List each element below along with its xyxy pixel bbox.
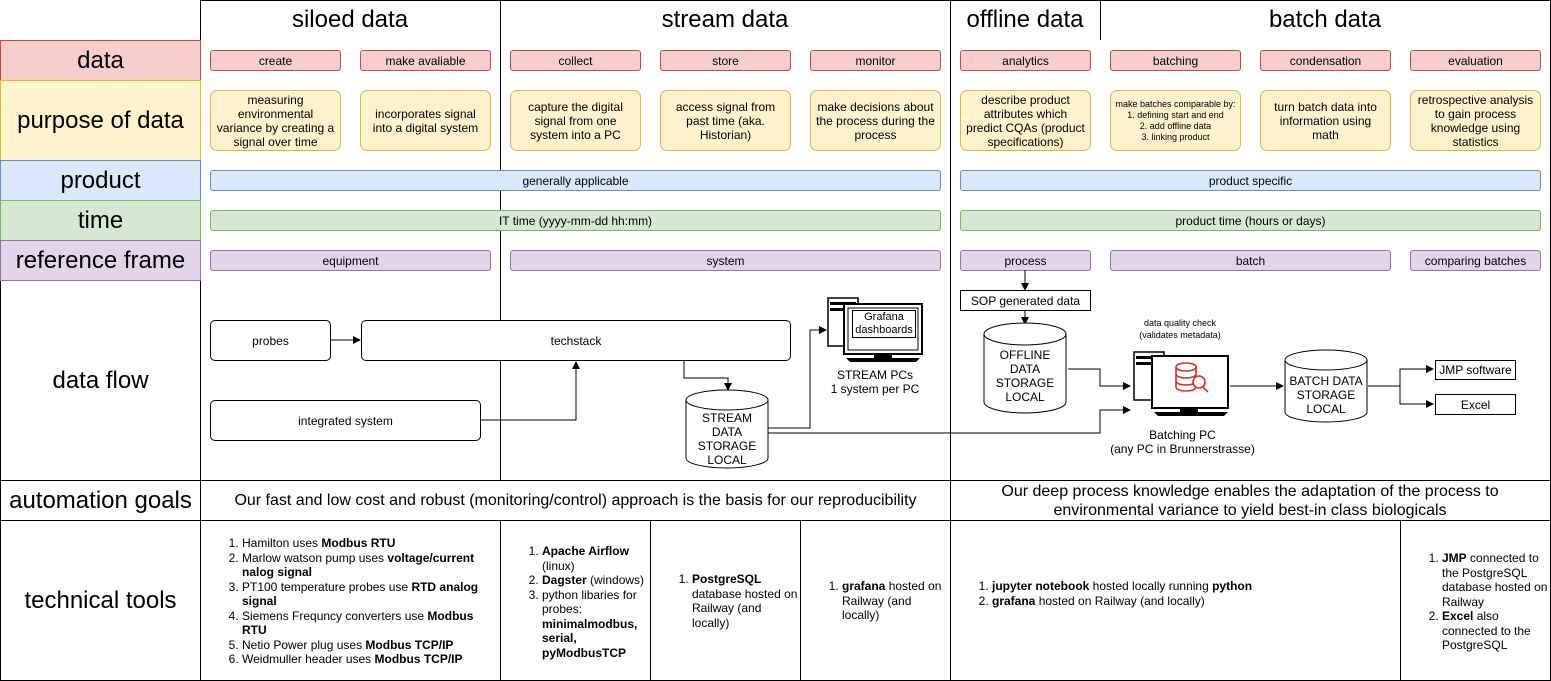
reference-batch: batch xyxy=(1110,250,1391,271)
tool-list-item: python libaries for probes: minimalmodbu… xyxy=(542,588,648,661)
batch-storage-cylinder xyxy=(1284,349,1368,423)
purpose-store: access signal from past time (aka. Histo… xyxy=(660,90,791,151)
tool-list-item: Apache Airflow (linux) xyxy=(542,544,648,573)
purpose-evaluation: retrospective analysis to gain process k… xyxy=(1410,90,1541,151)
stream-storage-label: STREAM DATA STORAGE LOCAL xyxy=(697,411,757,467)
automation-goal-right: Our deep process knowledge enables the a… xyxy=(1001,482,1499,519)
tool-list-item: grafana hosted on Railway (and locally) xyxy=(992,594,1392,609)
tools-collect-list: Apache Airflow (linux)Dagster (windows)p… xyxy=(522,544,648,660)
row-label-reference-frame: reference frame xyxy=(0,240,201,281)
flow-integrated-system: integrated system xyxy=(210,400,481,441)
tool-list-item: Hamilton uses Modbus RTU xyxy=(242,536,492,551)
tool-list-item: Dagster (windows) xyxy=(542,573,648,588)
data-step-condensation: condensation xyxy=(1260,50,1391,71)
purpose-batching-item: 3. linking product xyxy=(1141,131,1210,142)
data-quality-check-icon xyxy=(1175,362,1209,393)
flow-excel: Excel xyxy=(1435,394,1516,415)
data-step-batching: batching xyxy=(1110,50,1241,71)
tool-list-item: grafana hosted on Railway (and locally) xyxy=(842,579,948,623)
batching-pc-workstation-icon xyxy=(1133,351,1229,416)
tools-siloed-list: Hamilton uses Modbus RTUMarlow watson pu… xyxy=(222,536,492,667)
tools-store-list: PostgreSQL database hosted on Railway (a… xyxy=(672,572,800,630)
tool-list-item: JMP connected to the PostgreSQL database… xyxy=(1442,551,1550,609)
automation-goal-left: Our fast and low cost and robust (monito… xyxy=(234,492,917,509)
flow-sop-generated-data: SOP generated data xyxy=(960,290,1091,311)
tools-monitor-list: grafana hosted on Railway (and locally) xyxy=(822,579,948,623)
tool-list-item: Excel also connected to the PostgreSQL xyxy=(1442,609,1550,653)
tool-list-item: PT100 temperature probes use RTD analog … xyxy=(242,580,492,609)
time-product: product time (hours or days) xyxy=(960,210,1541,231)
purpose-collect: capture the digital signal from one syst… xyxy=(510,90,641,151)
row-label-data: data xyxy=(0,40,201,81)
batching-pc-subtitle: (any PC in Brunnerstrasse) xyxy=(1110,442,1255,456)
column-header-offline: offline data xyxy=(966,6,1084,33)
tool-list-item: Weidmuller header uses Modbus TCP/IP xyxy=(242,652,492,667)
tool-list-item: Siemens Frequncy converters use Modbus R… xyxy=(242,609,492,638)
stream-storage-cylinder xyxy=(685,389,769,469)
tools-analytics-list: jupyter notebook hosted locally running … xyxy=(972,579,1392,608)
data-step-monitor: monitor xyxy=(810,50,941,71)
flow-techstack: techstack xyxy=(361,320,791,361)
data-step-evaluation: evaluation xyxy=(1410,50,1541,71)
row-label-technical-tools: technical tools xyxy=(24,586,177,614)
column-header-stream: stream data xyxy=(661,6,789,33)
tool-list-item: Marlow watson pump uses voltage/current … xyxy=(242,551,492,580)
product-specific: product specific xyxy=(960,170,1541,191)
data-step-make-available: make avaliable xyxy=(360,50,491,71)
offline-storage-label: OFFLINE DATA STORAGE LOCAL xyxy=(995,348,1055,404)
dq-check-title: data quality check xyxy=(1143,318,1217,328)
purpose-make-available: incorporates signal into a digital syste… xyxy=(360,90,491,151)
data-step-create: create xyxy=(210,50,341,71)
purpose-create: measuring environmental variance by crea… xyxy=(210,90,341,151)
purpose-batching: make batches comparable by: 1. defining … xyxy=(1110,90,1241,151)
batching-pc-title: Batching PC xyxy=(1149,428,1216,442)
grafana-dashboards-label: Grafana dashboards xyxy=(852,310,916,338)
data-step-analytics: analytics xyxy=(960,50,1091,71)
tools-evaluation-list: JMP connected to the PostgreSQL database… xyxy=(1422,551,1550,653)
reference-system: system xyxy=(510,250,941,271)
purpose-batching-item: 1. defining start and end xyxy=(1127,109,1224,120)
offline-storage-cylinder xyxy=(983,322,1067,414)
batch-storage-label: BATCH DATA STORAGE LOCAL xyxy=(1289,374,1363,416)
data-step-store: store xyxy=(660,50,791,71)
product-generally-applicable: generally applicable xyxy=(210,170,941,191)
purpose-batching-intro: make batches comparable by: xyxy=(1115,98,1236,109)
row-label-data-flow: data flow xyxy=(52,366,149,394)
row-label-purpose: purpose of data xyxy=(0,80,201,161)
flow-jmp-software: JMP software xyxy=(1435,360,1516,380)
row-label-time: time xyxy=(0,200,201,241)
dq-check-subtitle: (validates metadata) xyxy=(1139,330,1221,340)
reference-comparing-batches: comparing batches xyxy=(1410,250,1541,271)
row-label-product: product xyxy=(0,160,201,201)
reference-process: process xyxy=(960,250,1091,271)
tool-list-item: jupyter notebook hosted locally running … xyxy=(992,579,1392,594)
data-step-collect: collect xyxy=(510,50,641,71)
row-label-automation-goals: automation goals xyxy=(9,486,192,514)
purpose-batching-item: 2. add offline data xyxy=(1139,120,1212,131)
column-header-siloed: siloed data xyxy=(291,6,409,33)
purpose-condensation: turn batch data into information using m… xyxy=(1260,90,1391,151)
stream-pcs-title: STREAM PCs xyxy=(836,368,913,382)
tool-list-item: PostgreSQL database hosted on Railway (a… xyxy=(692,572,800,630)
purpose-analytics: describe product attributes which predic… xyxy=(960,90,1091,151)
purpose-monitor: make decisions about the process during … xyxy=(810,90,941,151)
time-it: IT time (yyyy-mm-dd hh:mm) xyxy=(210,210,941,231)
reference-equipment: equipment xyxy=(210,250,491,271)
column-header-batch: batch data xyxy=(1268,6,1382,33)
stream-pcs-subtitle: 1 system per PC xyxy=(830,382,920,396)
flow-probes: probes xyxy=(210,320,331,361)
tool-list-item: Netio Power plug uses Modbus TCP/IP xyxy=(242,638,492,653)
